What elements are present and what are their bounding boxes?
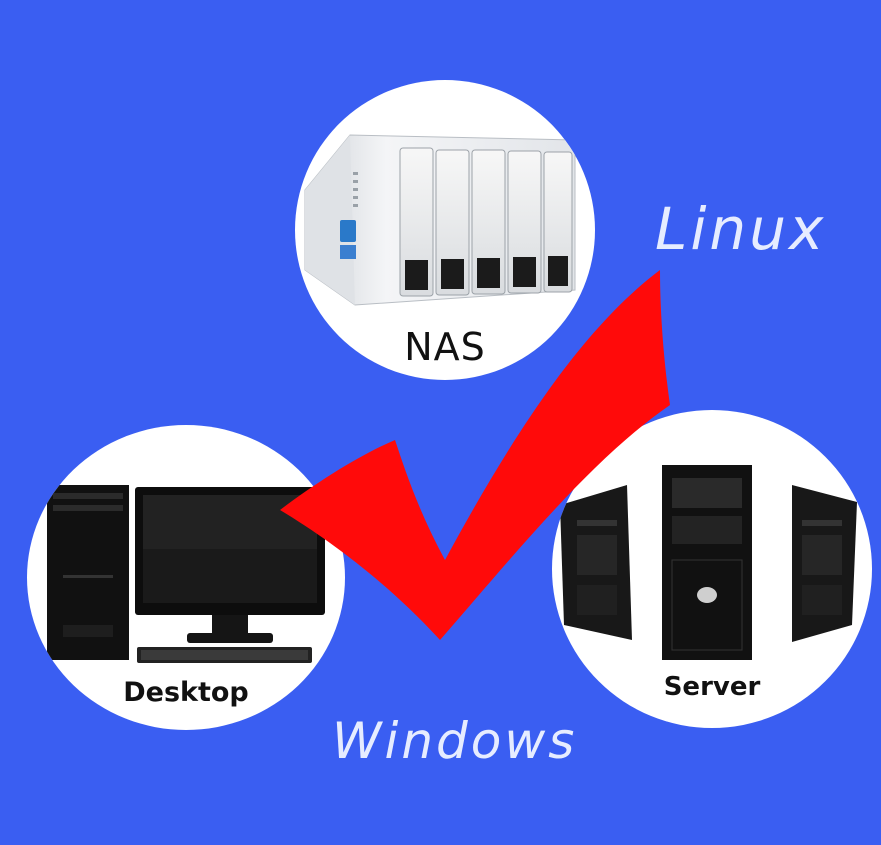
nas-circle: NAS <box>295 80 595 380</box>
desktop-circle: Desktop <box>27 425 345 730</box>
desktop-computer-icon <box>47 485 325 663</box>
linux-label: Linux <box>655 195 827 263</box>
server-label: Server <box>663 672 761 702</box>
windows-label: Windows <box>332 712 578 770</box>
nas-device-icon <box>304 134 576 306</box>
server-tower-icon <box>560 465 857 660</box>
nas-label: NAS <box>404 325 486 369</box>
server-circle: Server <box>552 410 872 728</box>
desktop-label: Desktop <box>123 677 249 708</box>
